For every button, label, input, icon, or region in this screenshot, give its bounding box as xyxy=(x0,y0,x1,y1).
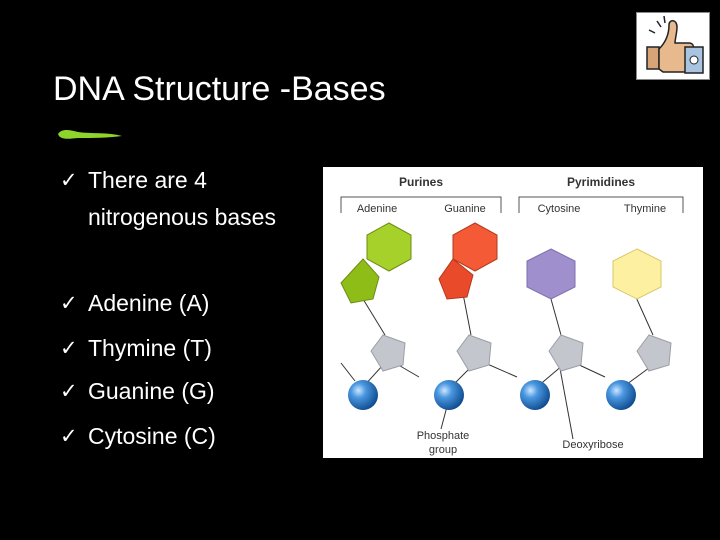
base-label-guanine: Guanine xyxy=(444,203,486,215)
check-icon: ✓ xyxy=(60,169,78,192)
base-label-cytosine: Cytosine xyxy=(538,203,581,215)
phosphate-group xyxy=(520,380,550,410)
check-icon: ✓ xyxy=(60,337,78,360)
deoxyribose-sugar xyxy=(456,334,492,372)
base-label-thymine: Thymine xyxy=(624,203,666,215)
deoxyribose-sugar xyxy=(370,334,406,372)
bullet-text: nitrogenous bases xyxy=(88,204,276,230)
bullet-item: ✓ Guanine (G) xyxy=(60,373,215,410)
adenine-molecule xyxy=(340,222,412,304)
bullet-text: Cytosine (C) xyxy=(88,423,216,449)
purines-heading: Purines xyxy=(399,175,443,189)
phosphate-group xyxy=(434,380,464,410)
thymine-molecule xyxy=(612,248,662,300)
bullet-item: ✓ Adenine (A) xyxy=(60,285,209,322)
bullet-item: ✓ Cytosine (C) xyxy=(60,418,216,455)
phosphate-group xyxy=(348,380,378,410)
purines-bracket xyxy=(340,196,502,213)
bullet-text: Guanine (G) xyxy=(88,378,215,404)
base-label-adenine: Adenine xyxy=(357,203,397,215)
check-icon: ✓ xyxy=(60,292,78,315)
bullet-text: Thymine (T) xyxy=(88,335,212,361)
underline-stroke xyxy=(58,130,122,139)
deoxyribose-label: Deoxyribose xyxy=(562,439,623,451)
cytosine-molecule xyxy=(526,248,576,300)
slide-title: DNA Structure -Bases xyxy=(53,70,386,108)
deoxyribose-sugar xyxy=(636,334,672,372)
bullet-text: Adenine (A) xyxy=(88,290,210,316)
bullet-item: ✓ There are 4 nitrogenous bases xyxy=(60,162,276,236)
pyrimidines-bracket xyxy=(518,196,684,213)
guanine-molecule xyxy=(438,222,498,300)
bullet-item: ✓ Thymine (T) xyxy=(60,330,212,367)
phosphate-label: Phosphate xyxy=(417,430,470,442)
nucleotide-diagram: Purines Pyrimidines Adenine Guanine Cyto… xyxy=(323,167,703,458)
check-icon: ✓ xyxy=(60,380,78,403)
deoxyribose-sugar xyxy=(548,334,584,372)
check-icon: ✓ xyxy=(60,425,78,448)
phosphate-label-line2: group xyxy=(429,444,457,456)
bullet-text: There are 4 xyxy=(88,167,207,193)
pyrimidines-heading: Pyrimidines xyxy=(567,175,635,189)
phosphate-group xyxy=(606,380,636,410)
thumbs-up-icon xyxy=(636,12,710,80)
